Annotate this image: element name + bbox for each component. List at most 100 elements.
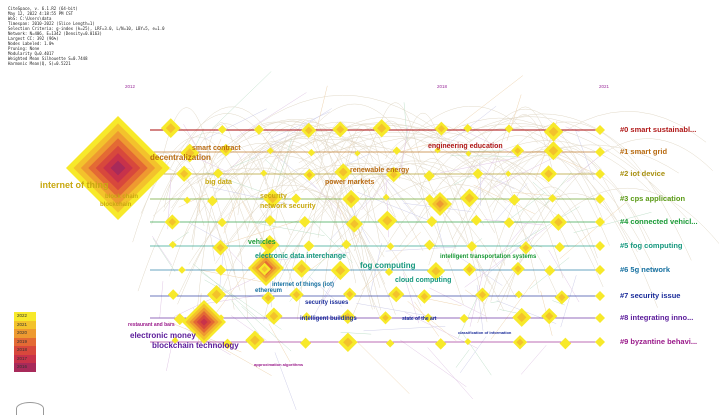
- node-label[interactable]: restaurant and bars: [128, 322, 175, 328]
- keyword-node[interactable]: [330, 260, 351, 281]
- keyword-node[interactable]: [178, 266, 186, 274]
- keyword-node[interactable]: [301, 122, 317, 139]
- keyword-node[interactable]: [212, 239, 229, 256]
- keyword-node[interactable]: [182, 300, 226, 344]
- node-label[interactable]: renewable energy: [350, 167, 409, 174]
- keyword-node[interactable]: [595, 313, 605, 323]
- node-label[interactable]: security: [260, 193, 287, 200]
- node-label[interactable]: blockchain: [100, 202, 132, 208]
- keyword-node[interactable]: [219, 143, 233, 157]
- keyword-node[interactable]: [541, 308, 558, 325]
- keyword-node[interactable]: [259, 234, 280, 255]
- keyword-node[interactable]: [303, 240, 315, 252]
- keyword-node[interactable]: [66, 116, 170, 220]
- keyword-node[interactable]: [217, 314, 225, 321]
- node-label[interactable]: fog computing: [360, 261, 416, 270]
- keyword-node[interactable]: [290, 193, 302, 204]
- keyword-node[interactable]: [378, 311, 393, 325]
- keyword-node[interactable]: [303, 168, 316, 181]
- keyword-node[interactable]: [382, 193, 390, 201]
- keyword-node[interactable]: [423, 170, 435, 182]
- keyword-node[interactable]: [384, 267, 394, 277]
- node-label[interactable]: decentralization: [150, 153, 211, 162]
- keyword-node[interactable]: [217, 217, 227, 228]
- cluster-label[interactable]: #6 5g network: [620, 265, 671, 274]
- keyword-node[interactable]: [392, 146, 401, 155]
- keyword-node[interactable]: [263, 188, 283, 209]
- keyword-node[interactable]: [549, 213, 568, 231]
- keyword-node[interactable]: [426, 262, 446, 281]
- node-label[interactable]: engineering education: [428, 143, 503, 150]
- keyword-node[interactable]: [207, 285, 227, 304]
- keyword-node[interactable]: [386, 242, 395, 251]
- keyword-node[interactable]: [559, 337, 572, 350]
- cluster-label[interactable]: #0 smart sustainabl...: [620, 125, 697, 134]
- keyword-node[interactable]: [332, 121, 349, 138]
- keyword-node[interactable]: [354, 150, 361, 157]
- keyword-node[interactable]: [302, 312, 312, 322]
- keyword-node[interactable]: [266, 147, 274, 155]
- keyword-node[interactable]: [514, 290, 523, 299]
- keyword-node[interactable]: [424, 239, 435, 251]
- keyword-node[interactable]: [543, 122, 564, 142]
- node-label[interactable]: power markets: [325, 179, 375, 186]
- node-label[interactable]: classification of information: [458, 330, 512, 335]
- keyword-node[interactable]: [300, 337, 312, 349]
- keyword-node[interactable]: [548, 193, 557, 203]
- keyword-node[interactable]: [292, 259, 311, 278]
- node-label[interactable]: electronic data interchange: [255, 253, 346, 260]
- keyword-node[interactable]: [512, 307, 532, 327]
- keyword-node[interactable]: [417, 289, 432, 304]
- cluster-label[interactable]: #9 byzantine behavi...: [620, 337, 698, 346]
- keyword-node[interactable]: [340, 309, 356, 325]
- keyword-node[interactable]: [512, 335, 528, 350]
- node-label[interactable]: network security: [260, 203, 316, 210]
- keyword-node[interactable]: [519, 241, 533, 255]
- node-label[interactable]: intelligent transportation systems: [440, 254, 537, 260]
- keyword-node[interactable]: [183, 196, 191, 204]
- keyword-node[interactable]: [207, 195, 218, 207]
- node-label[interactable]: ethereum: [255, 288, 282, 294]
- keyword-node[interactable]: [298, 216, 311, 228]
- cluster-label[interactable]: #3 cps application: [620, 194, 686, 203]
- keyword-node[interactable]: [466, 240, 478, 252]
- keyword-node[interactable]: [253, 124, 265, 135]
- cluster-label[interactable]: #4 connected vehicl...: [620, 217, 698, 226]
- node-label[interactable]: state of the art: [402, 316, 437, 322]
- keyword-node[interactable]: [595, 291, 605, 301]
- keyword-node[interactable]: [426, 216, 438, 228]
- node-label[interactable]: security issues: [305, 300, 349, 306]
- keyword-node[interactable]: [264, 215, 276, 226]
- keyword-node[interactable]: [434, 121, 449, 136]
- keyword-node[interactable]: [434, 147, 441, 154]
- cluster-label[interactable]: #1 smart grid: [620, 147, 668, 156]
- keyword-node[interactable]: [543, 141, 563, 161]
- keyword-node[interactable]: [424, 194, 435, 204]
- keyword-node[interactable]: [160, 118, 181, 139]
- keyword-node[interactable]: [180, 143, 200, 163]
- cluster-label[interactable]: #2 iot device: [620, 169, 666, 178]
- keyword-node[interactable]: [595, 125, 605, 135]
- keyword-node[interactable]: [217, 125, 227, 134]
- keyword-node[interactable]: [595, 241, 605, 251]
- keyword-node[interactable]: [168, 240, 177, 249]
- keyword-node[interactable]: [258, 262, 271, 276]
- node-label[interactable]: electronic money: [130, 331, 196, 340]
- keyword-node[interactable]: [428, 192, 452, 216]
- keyword-node[interactable]: [338, 332, 358, 353]
- keyword-node[interactable]: [222, 338, 233, 350]
- node-label[interactable]: blockchain technology: [152, 341, 239, 350]
- keyword-node[interactable]: [462, 262, 477, 277]
- keyword-node[interactable]: [504, 124, 514, 134]
- keyword-node[interactable]: [511, 144, 525, 158]
- keyword-node[interactable]: [265, 307, 283, 325]
- keyword-node[interactable]: [505, 170, 512, 177]
- node-label[interactable]: cloud computing: [395, 277, 451, 284]
- keyword-node[interactable]: [386, 166, 402, 183]
- keyword-node[interactable]: [508, 194, 521, 206]
- keyword-node[interactable]: [595, 194, 605, 204]
- keyword-node[interactable]: [386, 339, 395, 348]
- keyword-node[interactable]: [544, 265, 556, 276]
- keyword-node[interactable]: [171, 336, 179, 344]
